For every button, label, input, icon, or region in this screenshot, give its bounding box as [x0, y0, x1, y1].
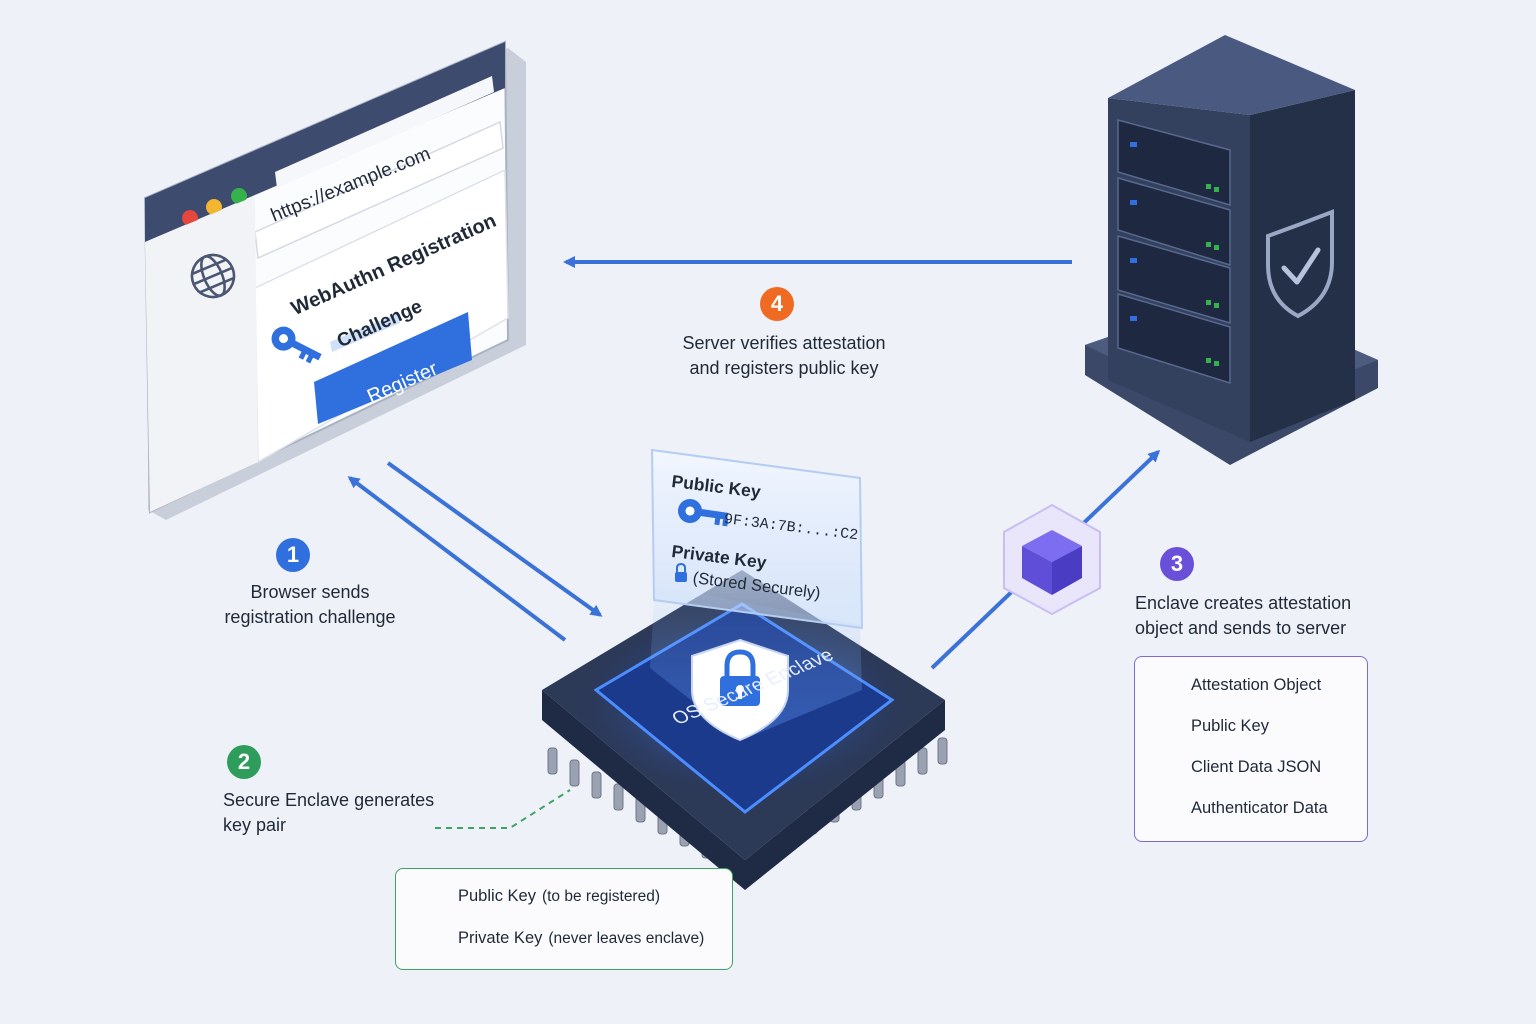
key-icon	[271, 326, 322, 364]
keypair-public-main: Public Key	[458, 887, 536, 905]
card-key-icon	[678, 499, 729, 527]
attestation-public-key-label: Public Key	[1191, 717, 1269, 735]
step-3-line1: Enclave creates attestation	[1135, 593, 1352, 613]
step-2-line1: Secure Enclave generates	[223, 790, 435, 810]
arrow-browser-to-enclave	[386, 461, 603, 617]
step-4-line2: and registers public key	[689, 358, 879, 378]
attestation-legend-row-client-data: Client Data JSON	[1191, 758, 1321, 777]
attestation-authenticator-label: Authenticator Data	[1191, 799, 1328, 817]
step-1-caption: Browser sends registration challenge	[190, 580, 430, 630]
step-3-line2: object and sends to server	[1135, 618, 1347, 638]
step-4-badge: 4	[760, 287, 794, 321]
attestation-client-data-label: Client Data JSON	[1191, 758, 1322, 776]
keypair-legend: Public Key (to be registered) Private Ke…	[395, 868, 733, 970]
step-1-line2: registration challenge	[224, 607, 396, 627]
attestation-legend-row-public-key: Public Key	[1191, 717, 1269, 736]
step-2-badge: 2	[227, 745, 261, 779]
step-1-badge: 1	[276, 538, 310, 572]
shield-check-icon	[1266, 209, 1334, 319]
maximize-dot	[231, 188, 247, 204]
keypair-public-note: (to be registered)	[541, 887, 660, 905]
keypair-legend-row-private: Private Key (never leaves enclave)	[458, 929, 704, 948]
minimize-dot	[206, 199, 222, 215]
step-3-caption: Enclave creates attestation object and s…	[1135, 591, 1415, 641]
attestation-legend-row-object: Attestation Object	[1191, 676, 1321, 695]
step-4-caption: Server verifies attestation and register…	[644, 331, 924, 381]
server	[1085, 35, 1378, 465]
step-3-badge: 3	[1160, 547, 1194, 581]
browser-window	[143, 40, 526, 520]
connector-step2	[435, 789, 571, 829]
step-4-line1: Server verifies attestation	[682, 333, 886, 353]
secure-enclave-chip	[542, 570, 948, 890]
shield-lock-icon	[691, 638, 789, 742]
step-2-caption: Secure Enclave generates key pair	[223, 788, 483, 838]
flow-arrows	[347, 256, 1161, 670]
attestation-legend: Attestation Object Public Key Client Dat…	[1134, 656, 1368, 842]
attestation-legend-row-authenticator: Authenticator Data	[1191, 799, 1328, 818]
card-lock-icon	[675, 562, 687, 582]
keypair-private-note: (never leaves enclave)	[548, 929, 705, 947]
arrow-enclave-to-browser	[347, 476, 567, 642]
globe-icon	[190, 253, 236, 299]
attestation-object-label: Attestation Object	[1191, 676, 1322, 694]
step-2-line2: key pair	[223, 815, 287, 835]
register-button-shape	[314, 312, 472, 424]
key-card	[650, 448, 864, 630]
keypair-legend-row-public: Public Key (to be registered)	[458, 887, 660, 906]
attestation-cube-icon	[1003, 503, 1101, 616]
keypair-private-main: Private Key	[458, 929, 543, 947]
step-1-line1: Browser sends	[250, 582, 370, 602]
